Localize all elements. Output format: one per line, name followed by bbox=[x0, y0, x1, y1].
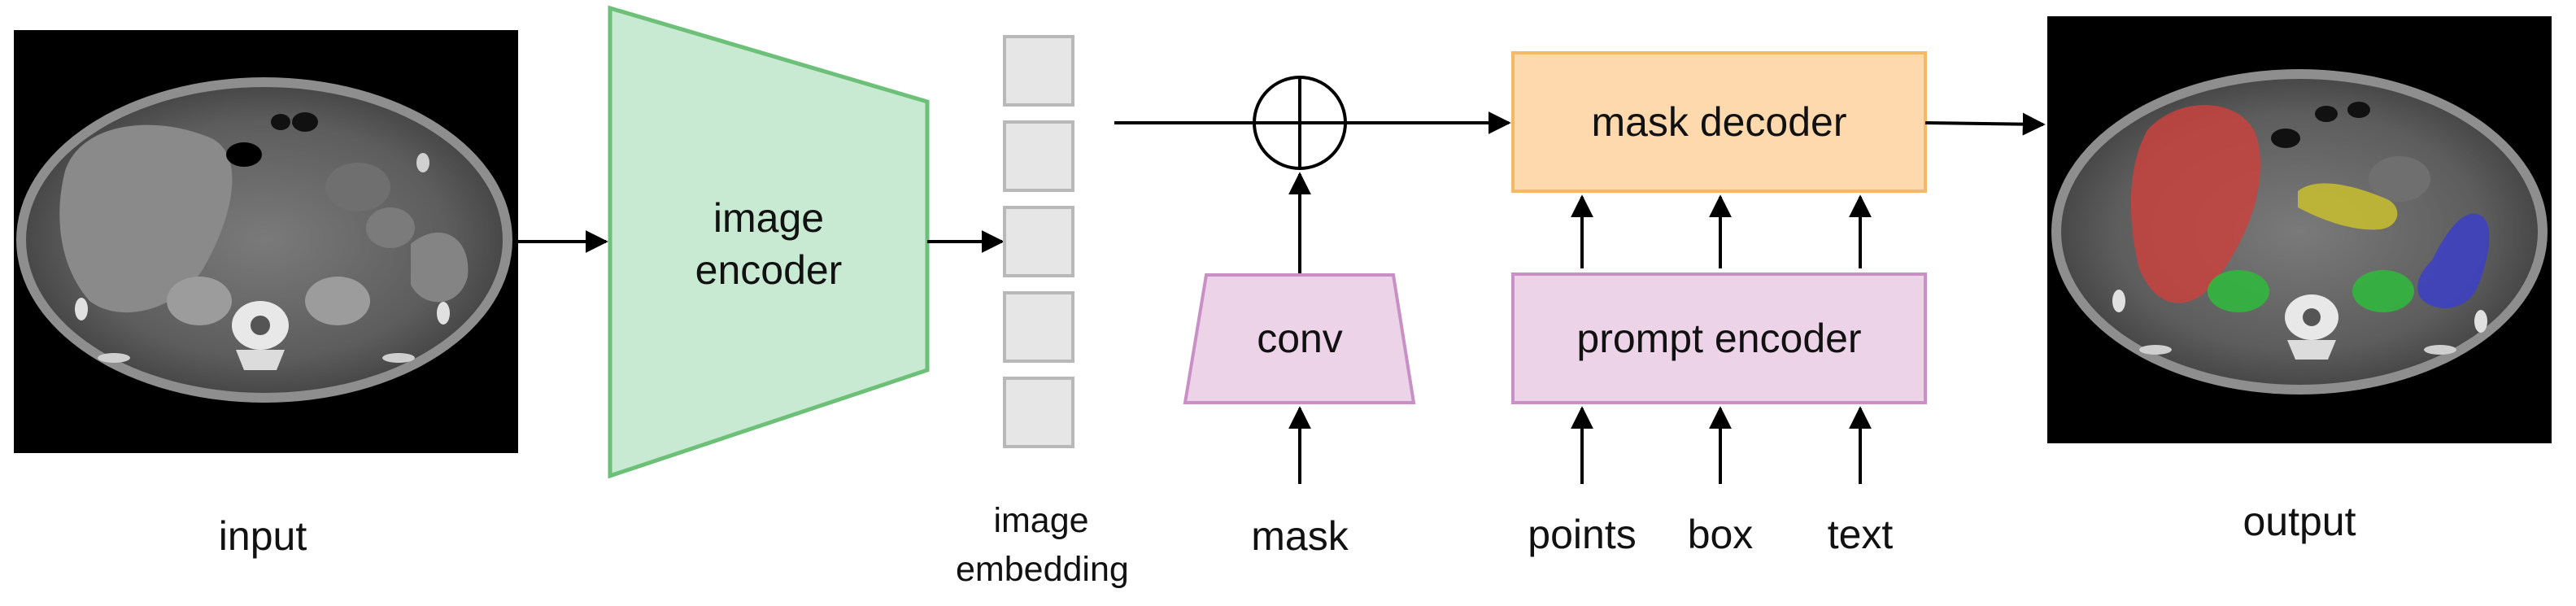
prompt-input-points: points bbox=[1528, 512, 1637, 557]
image-embedding-label: image embedding bbox=[956, 501, 1129, 589]
embedding-square bbox=[1003, 120, 1074, 192]
mask-label: mask bbox=[1251, 513, 1349, 559]
input-label: input bbox=[218, 513, 307, 559]
mask-decoder-label: mask decoder bbox=[1591, 99, 1847, 145]
embedding-square bbox=[1003, 291, 1074, 363]
image-encoder-block bbox=[608, 5, 930, 479]
arrow-decoder-to-output bbox=[1924, 112, 2046, 136]
output-label: output bbox=[2243, 499, 2356, 544]
embedding-square bbox=[1003, 377, 1074, 448]
prompt-encoder-block bbox=[1511, 272, 1927, 404]
image-embedding-stack bbox=[1003, 35, 1074, 448]
input-ct-image bbox=[14, 30, 518, 453]
output-segmented-image bbox=[2047, 16, 2552, 443]
prompt-encoder-label: prompt encoder bbox=[1576, 316, 1862, 361]
conv-label: conv bbox=[1257, 316, 1343, 361]
prompt-input-box: box bbox=[1687, 512, 1754, 557]
conv-block bbox=[1183, 273, 1416, 404]
embedding-square bbox=[1003, 35, 1074, 107]
prompt-input-text: text bbox=[1827, 512, 1894, 557]
image-encoder-label: image encoder bbox=[695, 195, 843, 293]
embedding-square bbox=[1003, 206, 1074, 277]
mask-decoder-block bbox=[1511, 51, 1927, 193]
